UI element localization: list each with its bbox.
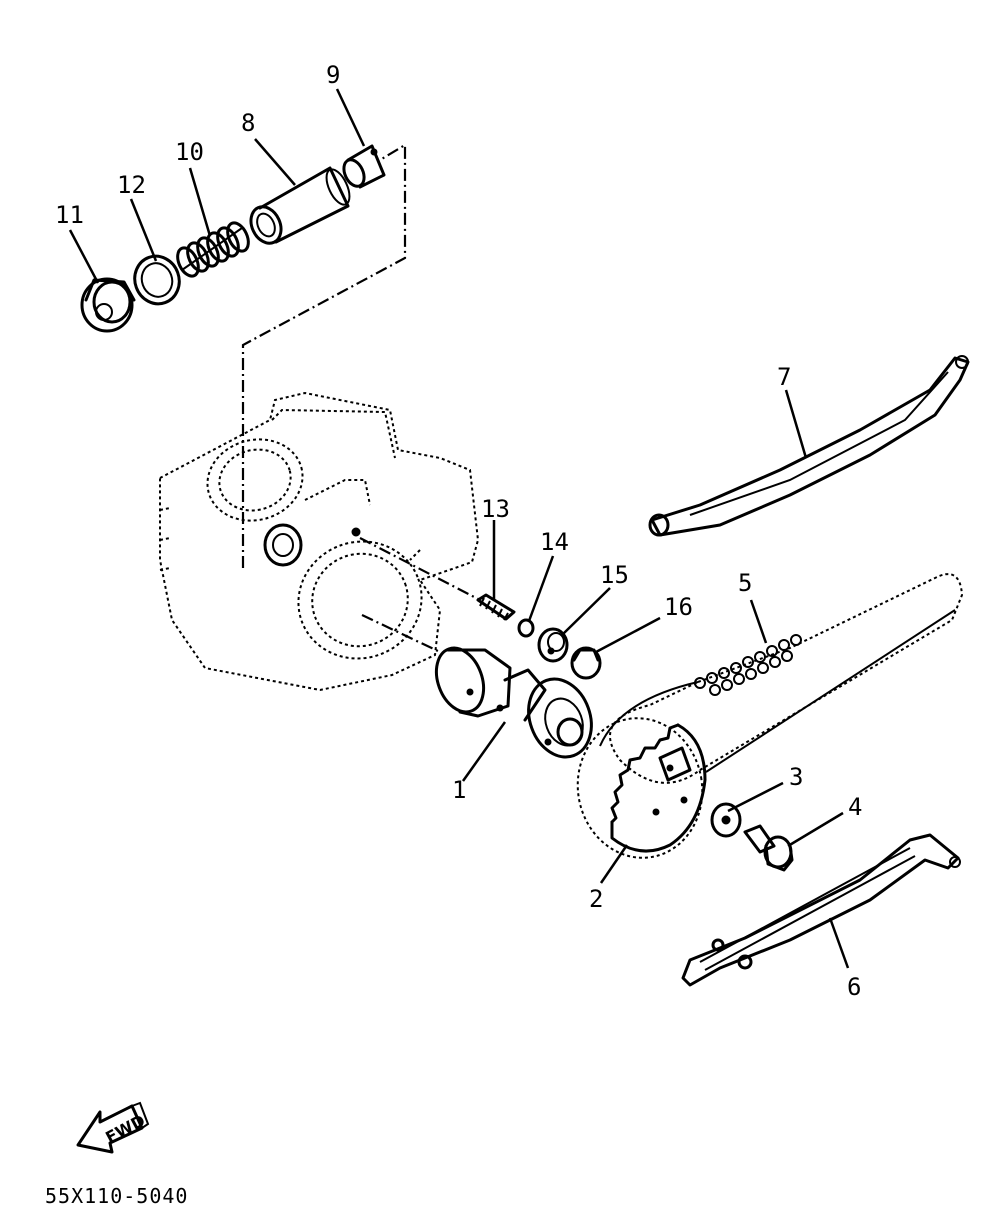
part-1-camshaft bbox=[434, 646, 593, 759]
callout-numbers: 1 2 3 4 5 6 7 8 9 10 11 12 13 14 15 16 bbox=[55, 61, 862, 1001]
part-3-washer bbox=[710, 802, 742, 838]
callout-7: 7 bbox=[777, 363, 791, 391]
assembly-frame bbox=[241, 143, 407, 568]
part-14-washer bbox=[517, 618, 535, 638]
callout-6: 6 bbox=[847, 973, 861, 1001]
cylinder-head-housing bbox=[159, 391, 480, 692]
chain-links-detail bbox=[694, 634, 802, 696]
callout-4: 4 bbox=[848, 793, 862, 821]
callout-9: 9 bbox=[326, 61, 340, 89]
callout-5: 5 bbox=[738, 569, 752, 597]
part-6-chain-guide bbox=[681, 833, 961, 987]
part-10-spring bbox=[176, 221, 250, 278]
part-13-stud-bolt bbox=[476, 593, 516, 621]
callout-1: 1 bbox=[452, 776, 466, 804]
callout-8: 8 bbox=[241, 109, 255, 137]
part-16-cap-nut bbox=[570, 646, 602, 680]
diagram-code: 55X110-5040 bbox=[45, 1184, 188, 1208]
part-8-tensioner-rod bbox=[249, 166, 351, 245]
leader-lines bbox=[68, 88, 850, 969]
callout-2: 2 bbox=[589, 885, 603, 913]
fwd-arrow-icon: FWD bbox=[76, 1101, 150, 1154]
part-5-chain-loop bbox=[599, 573, 964, 784]
part-15-nut bbox=[537, 627, 569, 663]
part-12-gasket bbox=[133, 254, 181, 306]
callout-16: 16 bbox=[664, 593, 693, 621]
callout-11: 11 bbox=[55, 201, 84, 229]
callout-3: 3 bbox=[789, 763, 803, 791]
callout-14: 14 bbox=[540, 528, 569, 556]
part-4-bolt bbox=[743, 824, 794, 872]
part-2-cam-sprocket bbox=[576, 717, 707, 859]
callout-13: 13 bbox=[481, 495, 510, 523]
callout-12: 12 bbox=[117, 171, 146, 199]
alignment-lines bbox=[359, 537, 481, 653]
part-9-pin bbox=[342, 144, 386, 189]
part-7-chain-guide bbox=[648, 355, 970, 537]
callout-15: 15 bbox=[600, 561, 629, 589]
callout-10: 10 bbox=[175, 138, 204, 166]
part-11-cap-nut bbox=[80, 277, 136, 333]
